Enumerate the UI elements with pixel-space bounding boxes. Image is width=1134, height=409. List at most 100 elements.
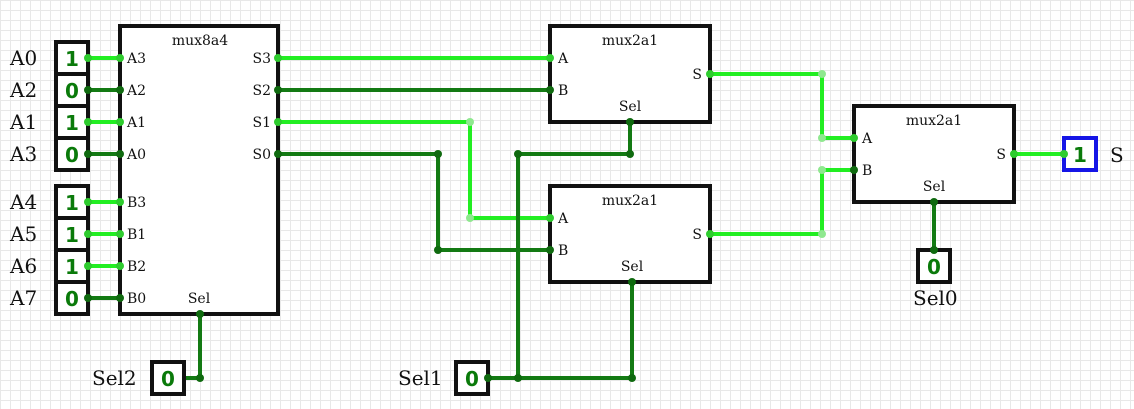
connection-dot [84, 294, 92, 302]
connection-dot [930, 246, 938, 254]
connection-dot [84, 262, 92, 270]
mux8a4-block[interactable] [118, 24, 280, 316]
connection-dot [628, 374, 636, 382]
connection-dot [706, 230, 714, 238]
connection-dot [466, 118, 474, 126]
connection-dot [706, 70, 714, 78]
connection-dot [196, 310, 204, 318]
connection-dot [546, 86, 554, 94]
connection-dot [484, 374, 492, 382]
connection-dot [850, 134, 858, 142]
value-sel2: 0 [161, 367, 175, 391]
wire-s1 [276, 120, 552, 220]
value-a7: 0 [65, 287, 79, 311]
value-a3: 0 [65, 143, 79, 167]
mux8a4-pin-b1: B1 [127, 227, 146, 243]
connection-dot [274, 118, 282, 126]
mux-top-pin-s: S [692, 67, 702, 83]
connection-dot [116, 230, 124, 238]
connection-dot [1010, 150, 1018, 158]
wire-sel1-branch [516, 120, 632, 380]
label-a6: A6 [9, 254, 37, 278]
label-a3: A3 [9, 142, 37, 166]
connection-dot [626, 118, 634, 126]
connection-dot [818, 230, 826, 238]
label-a0: A0 [9, 46, 37, 70]
label-sel1: Sel1 [398, 366, 443, 390]
label-a1: A1 [9, 110, 37, 134]
connection-dot [818, 134, 826, 142]
label-a2: A2 [9, 78, 37, 102]
input-a6-box[interactable] [54, 248, 90, 284]
mux-top-pin-a: A [557, 51, 569, 67]
mux8a4-pin-a3: A3 [126, 51, 146, 67]
connection-dot [274, 86, 282, 94]
mux8a4-pin-sel: Sel [188, 291, 211, 307]
mux8a4-pin-s2: S2 [253, 83, 272, 99]
connection-dot [930, 198, 938, 206]
connection-dot [116, 86, 124, 94]
value-a2: 0 [65, 79, 79, 103]
value-output-s: 1 [1073, 143, 1087, 167]
mux-top-pin-sel: Sel [619, 99, 642, 115]
connection-dot [546, 246, 554, 254]
mux8a4-pin-a2: A2 [126, 83, 146, 99]
connection-dot [434, 150, 442, 158]
mux8a4-title: mux8a4 [172, 33, 228, 49]
mux8a4-pin-b2: B2 [127, 259, 146, 275]
connection-dot [116, 262, 124, 270]
wire-bottom-s [708, 168, 856, 236]
connection-dot [850, 166, 858, 174]
connection-dot [116, 294, 124, 302]
mux-top-title: mux2a1 [602, 33, 658, 49]
mux8a4-pin-b0: B0 [127, 291, 146, 307]
connection-dot [434, 246, 442, 254]
mux8a4-pin-s3: S3 [253, 51, 272, 67]
connection-dot [116, 54, 124, 62]
value-a5: 1 [65, 223, 79, 247]
connection-dot [84, 118, 92, 126]
connection-dot [628, 278, 636, 286]
input-sel2-box[interactable] [150, 360, 186, 396]
wire-top-s [708, 72, 856, 140]
mux-final-pin-a: A [861, 131, 873, 147]
connection-dot [626, 150, 634, 158]
mux-bottom-pin-s: S [692, 227, 702, 243]
mux8a4-pin-a0: A0 [126, 147, 146, 163]
mux-bottom-title: mux2a1 [602, 193, 658, 209]
label-output-s: S [1110, 143, 1124, 167]
label-sel2: Sel2 [92, 366, 137, 390]
mux8a4-pin-s1: S1 [253, 115, 272, 131]
wire-s0 [276, 152, 552, 252]
mux8a4-pin-a1: A1 [126, 115, 146, 131]
connection-dot [546, 214, 554, 222]
connection-dot [514, 150, 522, 158]
mux8a4-pin-s0: S0 [253, 147, 272, 163]
connection-dot [84, 230, 92, 238]
value-a1: 1 [65, 111, 79, 135]
connection-dot [274, 54, 282, 62]
label-sel0: Sel0 [913, 286, 958, 310]
wire-sel1 [486, 280, 634, 380]
connection-dot [84, 54, 92, 62]
value-sel1: 0 [465, 367, 479, 391]
connection-dot [116, 150, 124, 158]
connection-dot [196, 374, 204, 382]
connection-dot [466, 214, 474, 222]
label-a5: A5 [9, 222, 37, 246]
connection-dot [274, 150, 282, 158]
connection-dot [84, 198, 92, 206]
connection-dot [84, 86, 92, 94]
mux-bottom-pin-sel: Sel [621, 259, 644, 275]
mux-bottom-pin-a: A [557, 211, 569, 227]
connection-dot [84, 150, 92, 158]
mux-final-pin-b: B [862, 163, 872, 179]
connection-dot [116, 118, 124, 126]
value-a6: 1 [65, 255, 79, 279]
value-a0: 1 [65, 47, 79, 71]
mux-bottom-pin-b: B [558, 243, 568, 259]
value-a4: 1 [65, 191, 79, 215]
mux-final-title: mux2a1 [906, 113, 962, 129]
mux8a4-pin-b3: B3 [127, 195, 146, 211]
